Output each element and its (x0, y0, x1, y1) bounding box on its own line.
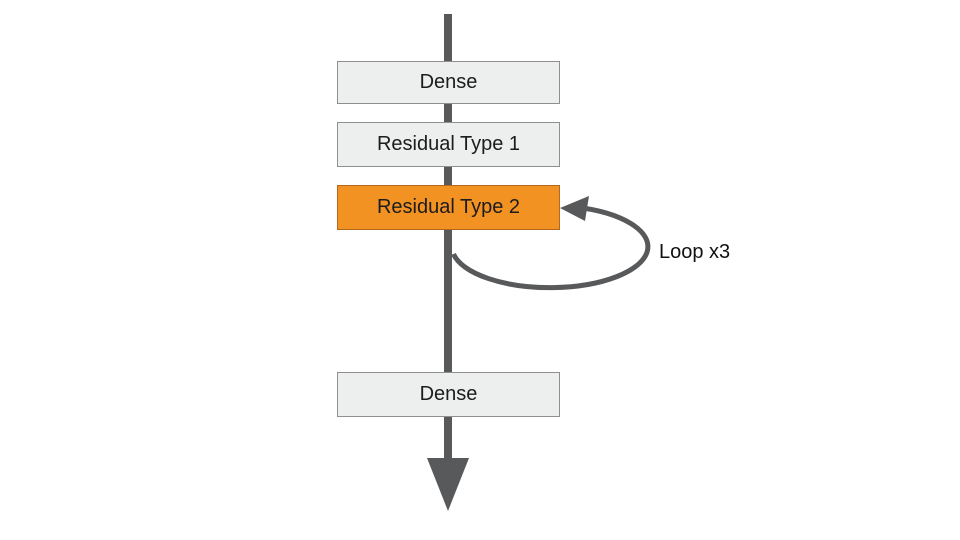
loop-arrow (451, 204, 651, 291)
loop-arrowhead-icon (560, 196, 589, 221)
node-dense-top: Dense (337, 61, 560, 104)
node-label: Residual Type 1 (376, 133, 521, 155)
node-residual-type-1: Residual Type 1 (337, 122, 560, 167)
node-label: Residual Type 2 (376, 196, 521, 218)
flow-arrowhead-icon (427, 458, 469, 511)
node-dense-bottom: Dense (337, 372, 560, 417)
node-label: Dense (419, 71, 478, 93)
flow-line (444, 14, 452, 464)
loop-label: Loop x3 (659, 241, 731, 263)
node-residual-type-2: Residual Type 2 (337, 185, 560, 230)
node-label: Dense (419, 383, 478, 405)
